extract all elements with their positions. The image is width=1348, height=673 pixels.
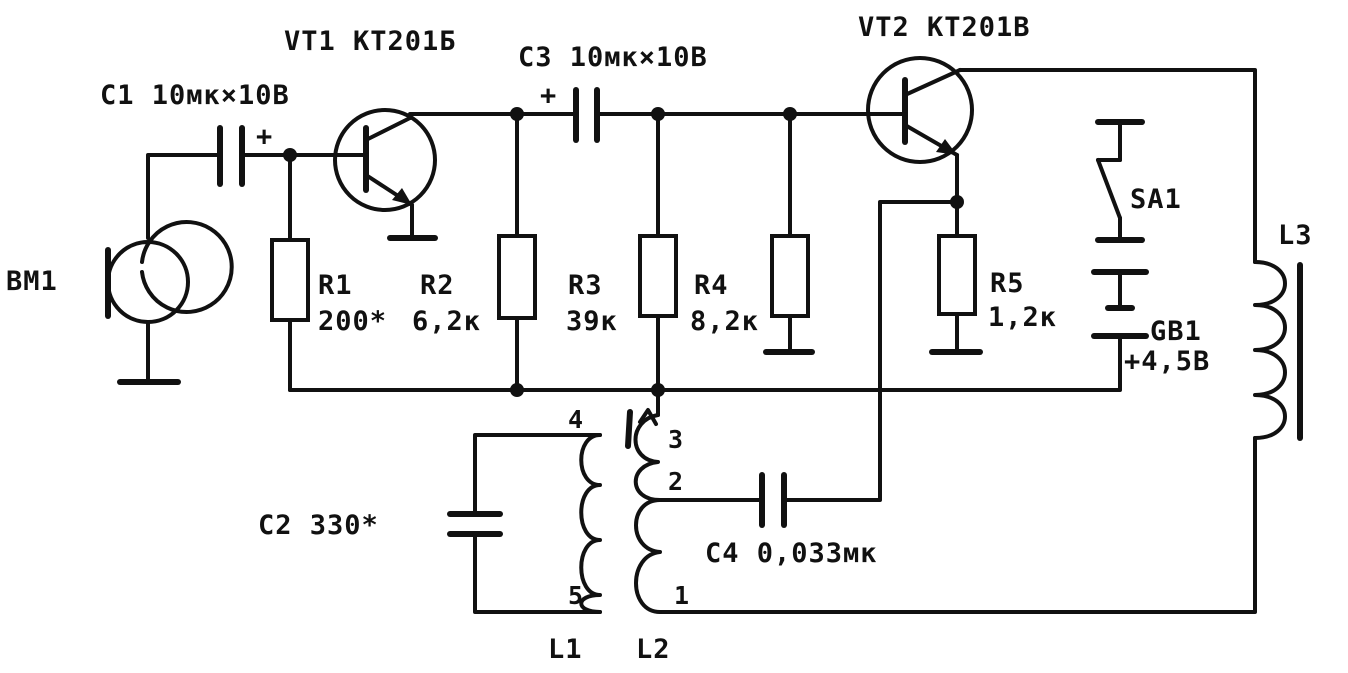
pin-l2-2: 2: [668, 467, 683, 496]
junction-dots: [283, 107, 964, 397]
pin-l2-1: 1: [674, 581, 689, 610]
label-c3-polarity: +: [540, 80, 557, 111]
label-vt1: VT1 KT201Б: [284, 26, 457, 57]
label-gb1-value: +4,5В: [1124, 346, 1210, 377]
label-c1-polarity: +: [256, 121, 273, 152]
label-r5-ref: R5: [990, 268, 1025, 299]
pin-l1-4: 4: [568, 405, 583, 434]
label-r3-ref: R3: [568, 270, 603, 301]
switch-sa1: [1095, 119, 1145, 243]
label-r4-ref: R4: [694, 270, 729, 301]
wires: [146, 68, 1257, 614]
resistor-r3: [638, 234, 678, 318]
label-r5-value: 1,2к: [988, 302, 1057, 333]
label-bm1: BM1: [6, 266, 58, 297]
label-l3: L3: [1278, 220, 1313, 251]
label-c4: С4 0,033мк: [705, 538, 878, 569]
capacitor-c4: [759, 472, 787, 528]
pin-l1-5: 5: [568, 581, 583, 610]
resistor-r5: [937, 234, 977, 316]
capacitor-c3: [573, 87, 600, 143]
inductor-l1: [579, 433, 602, 614]
label-vt2: VT2 KT201В: [858, 12, 1031, 43]
inductor-l3: [1253, 260, 1303, 441]
label-c2: С2 330*: [258, 510, 379, 541]
tuning-arrow-icon: [638, 408, 658, 426]
label-r2-ref: R2: [420, 270, 455, 301]
inductor-l2: [633, 413, 662, 614]
resistor-r4: [770, 234, 810, 318]
label-r1-ref: R1: [318, 270, 353, 301]
resistor-r1: [270, 238, 310, 322]
battery-gb1: [1091, 269, 1149, 339]
label-l2: L2: [636, 634, 671, 665]
label-l1: L1: [548, 634, 583, 665]
label-gb1-ref: GB1: [1150, 316, 1202, 347]
label-r1-value: 200*: [318, 306, 387, 337]
label-c1: С1 10мк×10В: [100, 80, 290, 111]
resistor-r2: [497, 234, 537, 320]
label-r2-value: 6,2к: [412, 306, 481, 337]
transistor-vt2: [866, 56, 974, 164]
microphone-bm1: [105, 220, 234, 385]
label-c3: С3 10мк×10В: [518, 42, 708, 73]
pin-l2-3: 3: [668, 425, 683, 454]
label-r4-value: 8,2к: [690, 306, 759, 337]
transformer-core-mark: [625, 409, 633, 449]
label-r3-value: 39к: [566, 306, 618, 337]
capacitor-c2: [447, 511, 503, 537]
transistor-vt1: [333, 108, 438, 241]
capacitor-c1: [217, 125, 245, 187]
label-sa1: SA1: [1130, 184, 1182, 215]
